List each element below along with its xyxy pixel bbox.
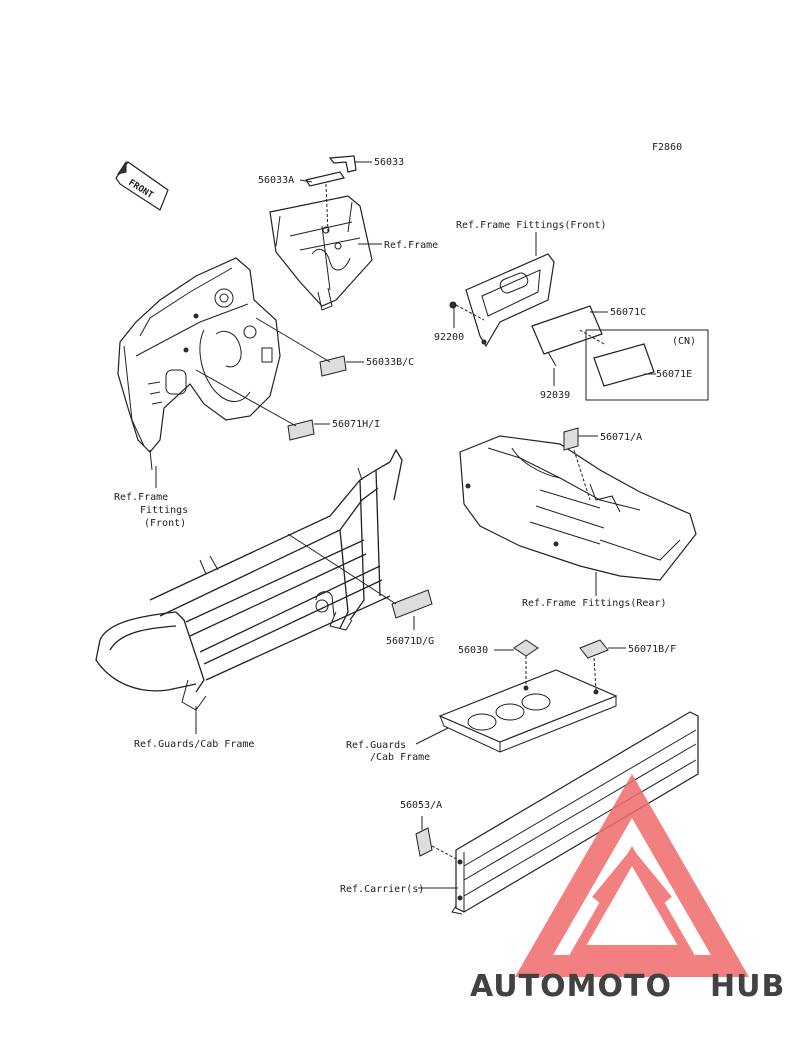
decal-56030: [513, 639, 539, 657]
label-56053A: 56053/A: [400, 800, 442, 811]
label-ref-frame: Ref.Frame: [384, 240, 438, 251]
label-56071C: 56071C: [610, 307, 646, 318]
label-ref-guards-1: Ref.Guards: [346, 740, 406, 751]
label-56071BF: 56071B/F: [628, 644, 676, 655]
decal-56071HI: [287, 419, 315, 441]
front-arrow-icon: FRONT: [115, 160, 169, 211]
label-56033A: 56033A: [258, 175, 294, 186]
label-ref-frame-fittings-rear: Ref.Frame Fittings(Rear): [522, 598, 667, 609]
label-56030: 56030: [458, 645, 488, 656]
figure-code: F2860: [652, 142, 682, 153]
glove-box-part: [465, 253, 555, 348]
carrier-side-part: [451, 711, 699, 915]
label-ref-frame-fittings-front-top: Ref.Frame Fittings(Front): [456, 220, 607, 231]
screw-92039: [547, 351, 557, 367]
label-ref-guards-cab-frame-left: Ref.Guards/Cab Frame: [134, 739, 254, 750]
decal-56053A: [415, 827, 433, 857]
decal-56033BC: [319, 355, 347, 377]
decal-56071A: [563, 427, 579, 451]
floor-panel-part: [438, 669, 618, 753]
label-ref-frame-fittings-front-3: (Front): [144, 518, 186, 529]
label-56071E: 56071E: [656, 369, 692, 380]
watermark-part1: AUTOMOTO: [470, 969, 672, 1004]
automotohub-logo: AUTOMOTO HUB: [470, 773, 785, 1004]
frame-fittings-rear-part: [459, 435, 697, 581]
label-cn: (CN): [672, 336, 696, 347]
label-56033: 56033: [374, 157, 404, 168]
label-ref-frame-fittings-front-2: Fittings: [140, 505, 188, 516]
label-ref-carrier: Ref.Carrier(s): [340, 884, 424, 895]
label-92200: 92200: [434, 332, 464, 343]
cn-box: [585, 329, 709, 401]
label-56033BC: 56033B/C: [366, 357, 414, 368]
frame-bracket-part: [269, 155, 373, 311]
decal-56071BF: [579, 639, 609, 659]
label-56071HI: 56071H/I: [332, 419, 380, 430]
label-92039: 92039: [540, 390, 570, 401]
label-ref-frame-fittings-front-1: Ref.Frame: [114, 492, 168, 503]
label-ref-guards-2: /Cab Frame: [370, 752, 430, 763]
guards-cab-frame-part: [95, 448, 403, 711]
bolt-92200: [449, 301, 457, 309]
frame-fittings-front-panel: [117, 257, 281, 471]
decal-56071E: [593, 343, 655, 387]
label-56071A: 56071/A: [600, 432, 642, 443]
decal-56071DG: [391, 589, 433, 619]
watermark-part2: HUB: [710, 969, 785, 1004]
decal-56071C: [531, 305, 603, 355]
label-56071DG: 56071D/G: [386, 636, 434, 647]
